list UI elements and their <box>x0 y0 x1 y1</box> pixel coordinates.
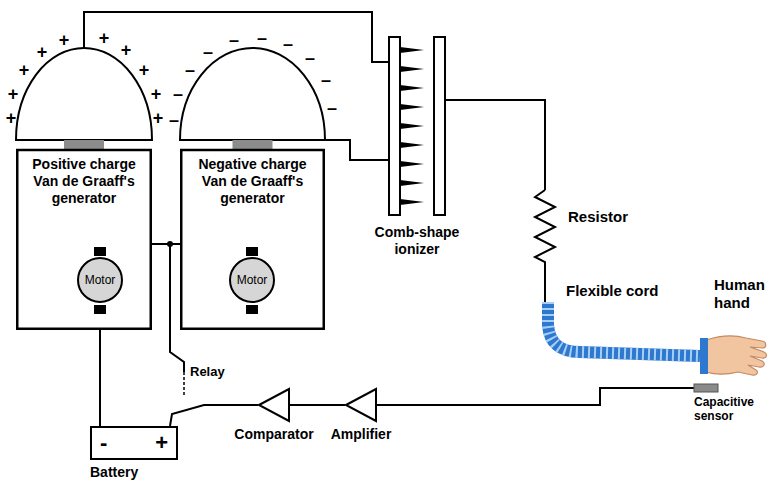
motor-body <box>230 258 274 302</box>
part-label: Resistor <box>568 208 628 226</box>
sensor-label: Capacitive sensor <box>694 396 768 424</box>
motor-label: Motor <box>237 274 268 286</box>
charge-sign: + <box>139 61 150 79</box>
text-row: -+ <box>90 426 178 460</box>
generator-stem <box>64 140 104 150</box>
comparator-symbol: Comparator <box>258 388 290 442</box>
motor-terminal <box>94 247 106 256</box>
sensor-pad <box>694 384 718 392</box>
relay-link <box>183 372 185 396</box>
triangle-symbol <box>259 389 289 421</box>
capacitive-sensor: Capacitive sensor <box>694 384 768 424</box>
motor-label: Motor <box>85 274 116 286</box>
ionizer-tooth <box>400 161 424 167</box>
charge-sign: – <box>185 61 195 79</box>
motor-body <box>78 258 122 302</box>
part-label: Relay <box>190 364 225 380</box>
plate-wire <box>446 100 545 190</box>
wire-connector <box>377 388 694 405</box>
charge-sign: + <box>151 85 162 103</box>
charge-sign: + <box>121 41 132 59</box>
charge-sign: + <box>6 109 17 127</box>
wire-connector <box>170 405 258 426</box>
comb-ionizer-outline <box>388 36 446 216</box>
battery-label: Battery <box>90 464 178 480</box>
charge-sign: – <box>321 71 331 89</box>
resistor-symbol <box>535 190 555 302</box>
motor-circle: Motor <box>76 256 124 304</box>
charge-sign: – <box>283 35 293 53</box>
charge-sign: – <box>257 29 267 47</box>
generator-dome <box>16 48 152 140</box>
charge-sign: + <box>37 43 48 61</box>
battery-box: -+Battery <box>90 426 178 480</box>
charge-sign: + <box>19 61 30 79</box>
motor-terminal <box>246 305 258 314</box>
capacitive-sensor-outline <box>694 384 718 393</box>
charge-sign: + <box>153 109 164 127</box>
ionizer-tooth <box>400 123 424 129</box>
battery-body <box>91 427 177 459</box>
amplifier-symbol-outline <box>345 388 377 422</box>
ionizer-tooth <box>400 142 424 148</box>
flexible-cord <box>548 302 700 356</box>
ionizer-tooth <box>400 104 424 110</box>
part-label: Flexible cord <box>566 282 659 300</box>
battery-terminal-sign: + <box>155 432 168 454</box>
wire-connector <box>325 140 388 160</box>
ionizer-tooth <box>400 199 424 205</box>
wire-connector <box>290 404 345 406</box>
battery-terminal-sign: - <box>100 432 107 454</box>
generator-dome <box>180 48 325 140</box>
amplifier-symbol: Amplifier <box>345 388 377 442</box>
part-label: Human hand <box>714 276 770 312</box>
charge-sign: + <box>99 29 110 47</box>
ionizer-tooth <box>400 47 424 53</box>
comparator-symbol-outline <box>258 388 290 422</box>
ionizer-tooth <box>400 66 424 72</box>
motor-terminal <box>246 247 258 256</box>
ionizer-label: Comb-shape ionizer <box>358 224 476 258</box>
charge-sign: – <box>229 31 239 49</box>
comparator-label: Comparator <box>229 426 319 442</box>
motor-terminal <box>94 305 106 314</box>
generator-housing: Motor Negative charge Van de Graaff's gen… <box>180 48 325 330</box>
generator-stem <box>233 140 273 150</box>
ionizer-tooth <box>400 180 424 186</box>
wrist-band <box>700 338 708 374</box>
ionizer-bar <box>389 37 400 215</box>
flexible-cord-coils <box>548 302 700 356</box>
charge-sign: + <box>8 85 19 103</box>
charge-sign: – <box>173 85 183 103</box>
human-hand <box>706 336 766 375</box>
charge-sign: – <box>305 49 315 67</box>
charge-sign: – <box>169 111 179 129</box>
motor-circle: Motor <box>228 256 276 304</box>
amplifier-label: Amplifier <box>316 426 406 442</box>
ionizer-tooth <box>400 85 424 91</box>
charge-sign: – <box>203 43 213 61</box>
collector-plate <box>434 37 445 215</box>
generator-label: Positive charge Van de Graaff's generato… <box>16 156 152 206</box>
generator-housing: Motor Positive charge Van de Graaff's gen… <box>16 48 152 330</box>
triangle-symbol <box>346 389 376 421</box>
generator-label: Negative charge Van de Graaff's generato… <box>180 156 325 206</box>
charge-sign: – <box>327 99 337 117</box>
comb-ionizer: Comb-shape ionizer <box>388 36 446 258</box>
charge-sign: + <box>59 31 70 49</box>
